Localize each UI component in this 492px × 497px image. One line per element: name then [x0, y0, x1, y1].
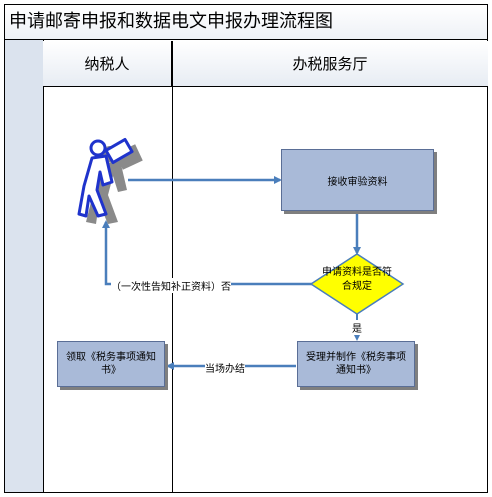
edge-label-yes: 是: [352, 320, 362, 335]
process-collect-label: 领取《税务事项通知书》: [66, 352, 156, 376]
lane-header-taxpayer: 纳税人: [43, 41, 172, 87]
process-receive: 接收审验资料: [281, 149, 434, 211]
process-accept: 受理并制作《税务事项通知书》: [297, 341, 415, 387]
lane-header-hall: 办税服务厅: [172, 41, 488, 87]
arrow-decision-no: [102, 220, 313, 286]
process-accept-label: 受理并制作《税务事项通知书》: [306, 352, 406, 376]
process-receive-label: 接收审验资料: [327, 176, 388, 188]
lane-divider: [172, 41, 173, 493]
diagram-title: 申请邮寄申报和数据电文申报办理流程图: [4, 4, 488, 40]
edge-label-onsite: 当场办结: [205, 360, 245, 375]
edge-label-no: （一次性告知补正资料）否: [111, 278, 231, 293]
person-with-document-icon: [77, 137, 143, 224]
decision-diamond: [309, 253, 405, 315]
process-collect: 领取《税务事项通知书》: [57, 341, 165, 387]
left-strip: [5, 40, 44, 492]
decision-label: 申请资料是否符合规定: [322, 267, 392, 292]
